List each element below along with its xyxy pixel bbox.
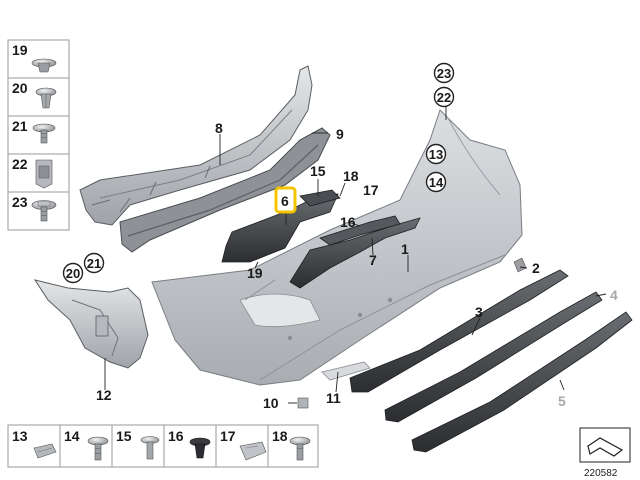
bottom-part-number-14: 14: [64, 428, 80, 444]
bracket-part-15: [299, 189, 341, 207]
highlighted-callout-6[interactable]: 6: [274, 186, 297, 214]
reference-box: 220582: [579, 427, 631, 479]
circled-callout-23: 23: [433, 62, 455, 84]
side-mounting-bracket: [33, 279, 149, 369]
callout-19: 19: [247, 265, 263, 281]
svg-text:20: 20: [66, 266, 80, 281]
callout-11: 11: [326, 390, 341, 406]
callout-5: 5: [558, 393, 566, 409]
dark-plug-icon: [189, 437, 211, 459]
left-column-frame: [7, 39, 70, 231]
left-part-number-22: 22: [12, 156, 28, 172]
lower-bracket-part: [289, 217, 421, 289]
flange-screw-icon: [289, 436, 311, 461]
left-part-number-20: 20: [12, 80, 28, 96]
reference-number: 220582: [584, 468, 618, 479]
trim-strip-4: [384, 291, 603, 423]
upper-bumper-carrier: [79, 65, 313, 226]
flange-screw-icon: [31, 200, 57, 222]
circled-callout-22: 22: [433, 86, 455, 108]
svg-text:14: 14: [429, 175, 444, 190]
small-clip-part: [513, 257, 527, 273]
spring-clip-icon: [239, 441, 267, 461]
callout-15: 15: [310, 163, 326, 179]
callout-2: 2: [532, 260, 540, 276]
callout-8: 8: [215, 120, 223, 136]
svg-text:13: 13: [429, 147, 443, 162]
bracket-part-16: [319, 215, 401, 246]
left-part-number-21: 21: [12, 118, 28, 134]
bottom-part-number-15: 15: [116, 428, 132, 444]
callout-17: 17: [363, 182, 379, 198]
circled-callout-20: 20: [62, 262, 84, 284]
callout-12: 12: [96, 387, 112, 403]
svg-text:23: 23: [437, 66, 451, 81]
callout-18: 18: [343, 168, 359, 184]
bottom-part-number-18: 18: [272, 428, 288, 444]
callout-16: 16: [340, 214, 356, 230]
callout-10: 10: [263, 395, 279, 411]
assembly-arrow-icon: [587, 437, 624, 457]
circled-callout-21: 21: [83, 252, 105, 274]
expanding-rivet-icon: [35, 87, 57, 109]
callout-7: 7: [369, 252, 377, 268]
callout-9: 9: [336, 126, 344, 142]
svg-text:21: 21: [87, 256, 101, 271]
callout-4: 4: [610, 287, 618, 303]
callout-6: 6: [281, 193, 289, 209]
callout-3: 3: [475, 304, 483, 320]
push-clip-icon: [31, 58, 57, 73]
lower-bumper-carrier: [119, 127, 331, 253]
bottom-parts-row: 13 14 15 16 17 18: [7, 424, 319, 468]
bottom-part-number-16: 16: [168, 428, 184, 444]
trim-strip-5: [411, 311, 633, 453]
bottom-part-number-13: 13: [12, 428, 28, 444]
left-parts-column: 19 20 21 22 23: [7, 39, 70, 231]
circled-callout-13: 13: [425, 143, 447, 165]
left-part-number-23: 23: [12, 194, 28, 210]
circled-callout-14: 14: [425, 171, 447, 193]
bottom-part-number-17: 17: [220, 428, 236, 444]
trim-strip-3: [349, 269, 569, 393]
screw-icon: [32, 123, 56, 144]
reflector-strip: [321, 361, 371, 381]
clip-nut-icon: [33, 443, 57, 459]
svg-text:22: 22: [437, 90, 451, 105]
bolt-icon: [140, 436, 160, 460]
flange-screw-icon: [87, 436, 109, 461]
clip-nut-icon: [35, 159, 53, 189]
left-part-number-19: 19: [12, 42, 28, 58]
small-nut-part: [297, 397, 309, 409]
leader-lines: [104, 107, 607, 404]
callout-1: 1: [401, 241, 409, 257]
